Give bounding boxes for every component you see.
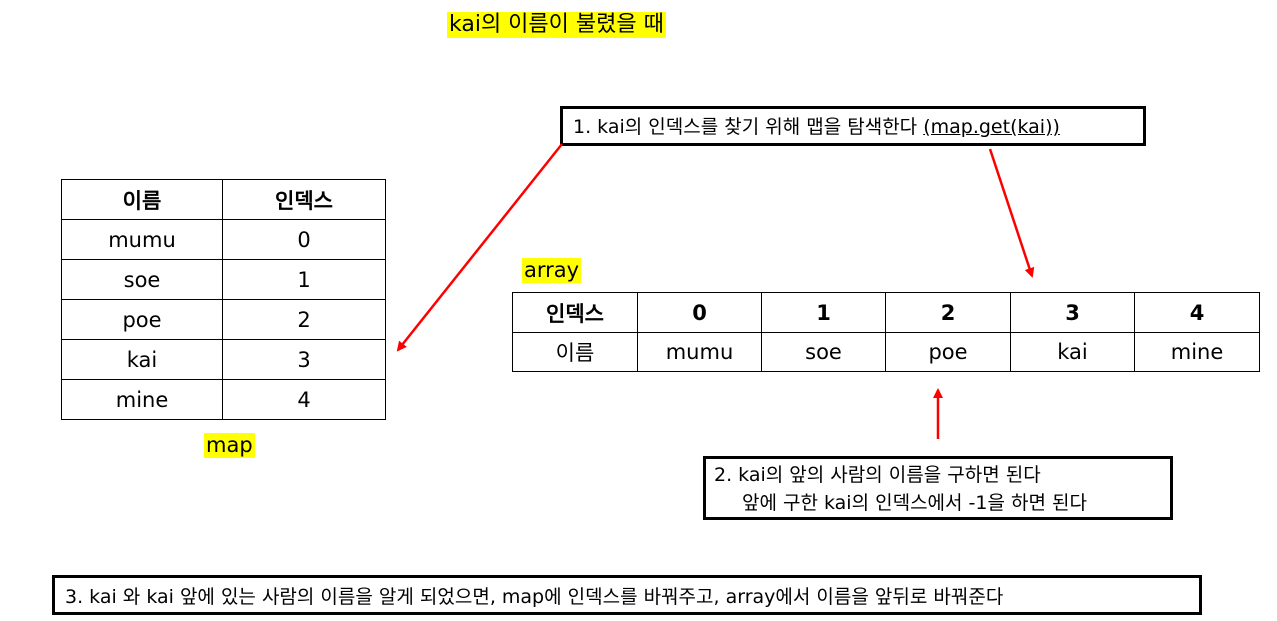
map-row: kai 3 xyxy=(61,339,386,380)
array-index-header: 인덱스 xyxy=(512,292,638,333)
step2-line1: 2. kai의 앞의 사람의 이름을 구하면 된다 xyxy=(714,464,1041,486)
array-name-cell: mine xyxy=(1134,332,1260,372)
map-header-index: 인덱스 xyxy=(222,179,386,220)
array-index-cell: 4 xyxy=(1134,292,1260,333)
map-cell-index: 4 xyxy=(222,379,386,420)
array-name-cell: kai xyxy=(1010,332,1135,372)
map-cell-index: 3 xyxy=(222,339,386,380)
map-cell-index: 1 xyxy=(222,259,386,300)
map-cell-name: kai xyxy=(61,339,223,380)
map-cell-name: poe xyxy=(61,299,223,340)
array-label: array xyxy=(522,258,582,284)
step3-box: 3. kai 와 kai 앞에 있는 사람의 이름을 알게 되었으면, map에… xyxy=(52,575,1202,615)
array-name-cell: mumu xyxy=(637,332,762,372)
arrow-to-array-index-3 xyxy=(988,148,1035,278)
map-cell-name: mine xyxy=(61,379,223,420)
map-row: poe 2 xyxy=(61,299,386,340)
array-index-row: 인덱스 0 1 2 3 4 xyxy=(512,292,1260,333)
array-name-cell: poe xyxy=(885,332,1011,372)
map-cell-name: mumu xyxy=(61,219,223,260)
map-row: mine 4 xyxy=(61,379,386,420)
map-header-name: 이름 xyxy=(61,179,223,220)
array-index-cell: 3 xyxy=(1010,292,1135,333)
step1-text: 1. kai의 인덱스를 찾기 위해 맵을 탐색한다 xyxy=(573,116,924,138)
array-name-row: 이름 mumu soe poe kai mine xyxy=(512,332,1260,372)
map-row: mumu 0 xyxy=(61,219,386,260)
diagram-title: kai의 이름이 불렸을 때 xyxy=(447,12,666,39)
map-cell-index: 2 xyxy=(222,299,386,340)
array-name-cell: soe xyxy=(761,332,886,372)
map-cell-index: 0 xyxy=(222,219,386,260)
array-index-cell: 1 xyxy=(761,292,886,333)
step2-line2: 앞에 구한 kai의 인덱스에서 -1을 하면 된다 xyxy=(742,491,1087,514)
map-header-row: 이름 인덱스 xyxy=(61,179,386,220)
map-label: map xyxy=(204,433,255,459)
step1-code: (map.get(kai)) xyxy=(923,116,1060,138)
map-table: 이름 인덱스 mumu 0 soe 1 poe 2 kai 3 mine 4 xyxy=(61,179,386,420)
step2-box: 2. kai의 앞의 사람의 이름을 구하면 된다 앞에 구한 kai의 인덱스… xyxy=(703,456,1173,520)
array-name-header: 이름 xyxy=(512,332,638,372)
map-row: soe 1 xyxy=(61,259,386,300)
step1-box: 1. kai의 인덱스를 찾기 위해 맵을 탐색한다 (map.get(kai)… xyxy=(560,106,1146,146)
array-index-cell: 2 xyxy=(885,292,1011,333)
map-cell-name: soe xyxy=(61,259,223,300)
array-index-cell: 0 xyxy=(637,292,762,333)
array-table: 인덱스 0 1 2 3 4 이름 mumu soe poe kai mine xyxy=(512,292,1260,372)
